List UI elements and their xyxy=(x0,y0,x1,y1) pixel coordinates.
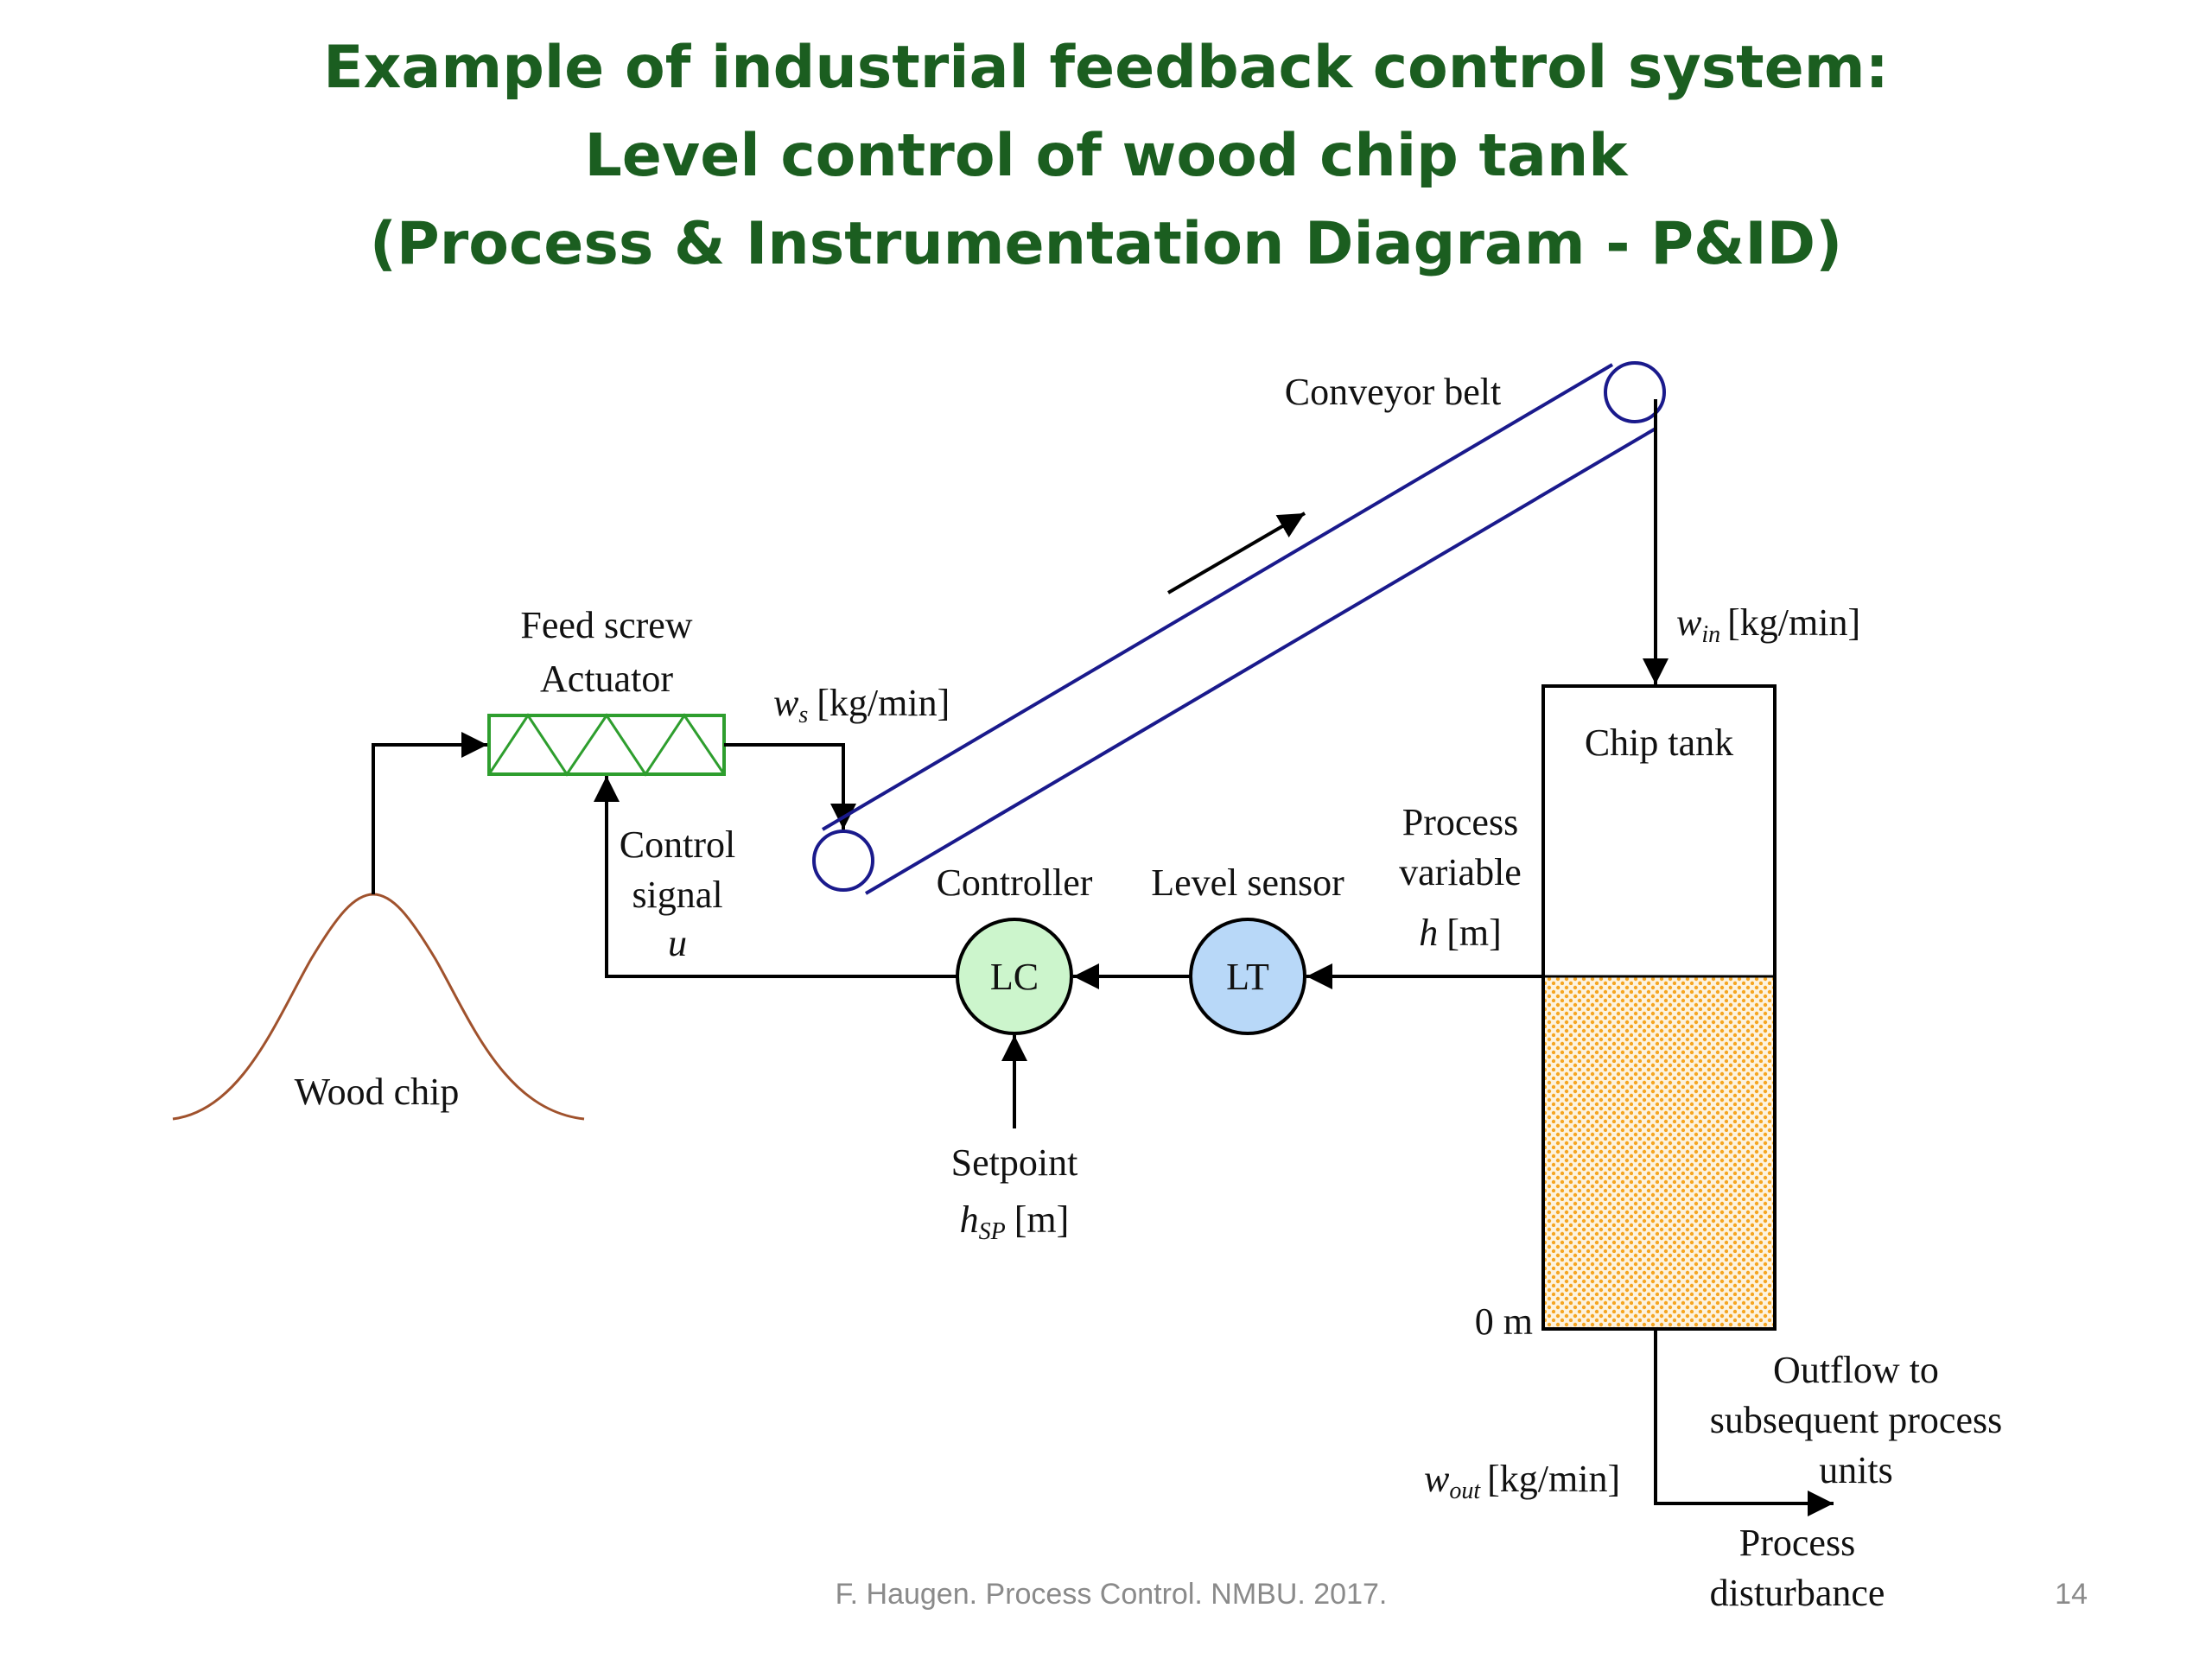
slide-title: Example of industrial feedback control s… xyxy=(0,24,2212,289)
disturbance-label-2: disturbance xyxy=(1710,1572,1885,1614)
chip-tank-fill xyxy=(1543,976,1775,1329)
outflow-label-1: Outflow to xyxy=(1773,1349,1939,1391)
pile-to-screw-line xyxy=(372,732,487,894)
disturbance-label-1: Process xyxy=(1739,1522,1855,1564)
actuator-label: Actuator xyxy=(540,658,673,700)
outflow-label-3: units xyxy=(1819,1449,1893,1491)
title-line-1: Example of industrial feedback control s… xyxy=(323,34,1889,102)
control-signal-symbol: u xyxy=(668,922,687,964)
wood-chip-label: Wood chip xyxy=(295,1071,460,1113)
conveyor-direction-arrow xyxy=(1166,512,1306,594)
setpoint-label: Setpoint xyxy=(951,1141,1078,1184)
control-signal-line xyxy=(594,776,957,978)
chip-tank xyxy=(1541,684,1777,1331)
process-variable-label-2: variable xyxy=(1399,851,1522,893)
feed-screw-label: Feed screw xyxy=(520,604,692,646)
title-line-2: Level control of wood chip tank xyxy=(584,122,1628,190)
control-signal-label-1: Control xyxy=(620,823,735,866)
zero-level-label: 0 m xyxy=(1475,1300,1533,1343)
chip-tank-label: Chip tank xyxy=(1585,721,1733,764)
conveyor-belt xyxy=(812,361,1666,895)
setpoint-symbol: hSP[m] xyxy=(960,1198,1070,1245)
conveyor-belt-label: Conveyor belt xyxy=(1285,371,1502,413)
title-line-3: (Process & Instrumentation Diagram - P&I… xyxy=(369,210,1843,278)
process-variable-label-1: Process xyxy=(1402,801,1518,843)
outflow-line xyxy=(1654,1329,1834,1516)
page-number: 14 xyxy=(2055,1578,2088,1611)
level-sensor-label: Level sensor xyxy=(1151,861,1344,904)
wout-label: wout[kg/min] xyxy=(1424,1458,1620,1504)
control-signal-label-2: signal xyxy=(632,874,722,916)
controller-label: Controller xyxy=(937,861,1093,904)
level-sensor-tag: LT xyxy=(1226,956,1269,998)
ws-label: ws[kg/min] xyxy=(773,682,950,728)
footer-citation: F. Haugen. Process Control. NMBU. 2017. xyxy=(836,1578,1388,1611)
process-variable-symbol: h[m] xyxy=(1419,912,1502,954)
controller-tag: LC xyxy=(990,956,1039,998)
feed-screw-actuator xyxy=(487,713,726,777)
screw-to-conveyor-line xyxy=(724,743,856,830)
outflow-label-2: subsequent process xyxy=(1710,1399,2003,1441)
win-label: win[kg/min] xyxy=(1676,601,1860,648)
